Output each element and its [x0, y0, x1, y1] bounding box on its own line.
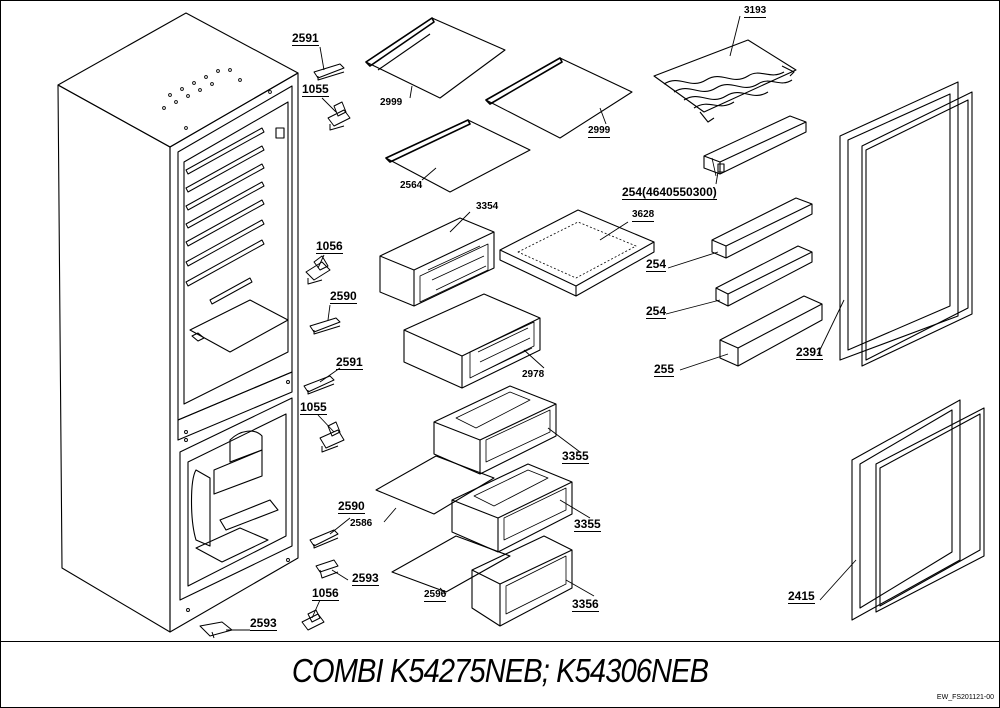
doors	[839, 81, 985, 621]
label-3628: 3628	[632, 209, 655, 222]
label-3355-upper: 3355	[562, 449, 589, 464]
label-3355-lower: 3355	[574, 517, 601, 532]
model-title: COMBI K54275NEB; K54306NEB	[291, 652, 709, 689]
label-2591-upper: 2591	[292, 31, 319, 46]
label-2391: 2391	[796, 345, 823, 360]
label-2593-lower: 2593	[352, 571, 379, 586]
label-1055-lower: 1055	[300, 400, 327, 415]
label-254-part-number: 254(4640550300)	[622, 185, 717, 200]
label-255: 255	[654, 362, 675, 377]
glass-shelves	[365, 17, 633, 193]
label-254-lower: 254	[646, 304, 667, 319]
label-2596: 2596	[424, 589, 447, 602]
label-2586: 2586	[350, 518, 373, 529]
door-bins	[703, 115, 823, 367]
label-2590-lower: 2590	[338, 499, 365, 514]
hinge-parts	[199, 63, 351, 639]
exploded-parts-diagram	[57, 12, 985, 639]
label-254-middle: 254	[646, 257, 667, 272]
document-code: EW_FS201121-00	[936, 694, 994, 701]
cabinet	[57, 12, 299, 633]
label-2999-right: 2999	[588, 125, 611, 138]
title-divider	[0, 641, 1000, 642]
label-2593-bottom: 2593	[250, 616, 277, 631]
label-3356: 3356	[572, 597, 599, 612]
drawers	[375, 209, 655, 627]
label-3193: 3193	[744, 5, 767, 18]
label-2978: 2978	[522, 369, 545, 380]
label-2415: 2415	[788, 589, 815, 604]
label-3354: 3354	[476, 201, 499, 212]
label-1056-middle: 1056	[316, 239, 343, 254]
label-2591-lower: 2591	[336, 355, 363, 370]
label-1055-upper: 1055	[302, 82, 329, 97]
wine-rack	[653, 39, 797, 123]
label-2564: 2564	[400, 180, 423, 191]
label-2999-left: 2999	[380, 97, 403, 108]
label-1056-bottom: 1056	[312, 586, 339, 601]
label-2590-middle: 2590	[330, 289, 357, 304]
leader-lines	[226, 15, 857, 631]
